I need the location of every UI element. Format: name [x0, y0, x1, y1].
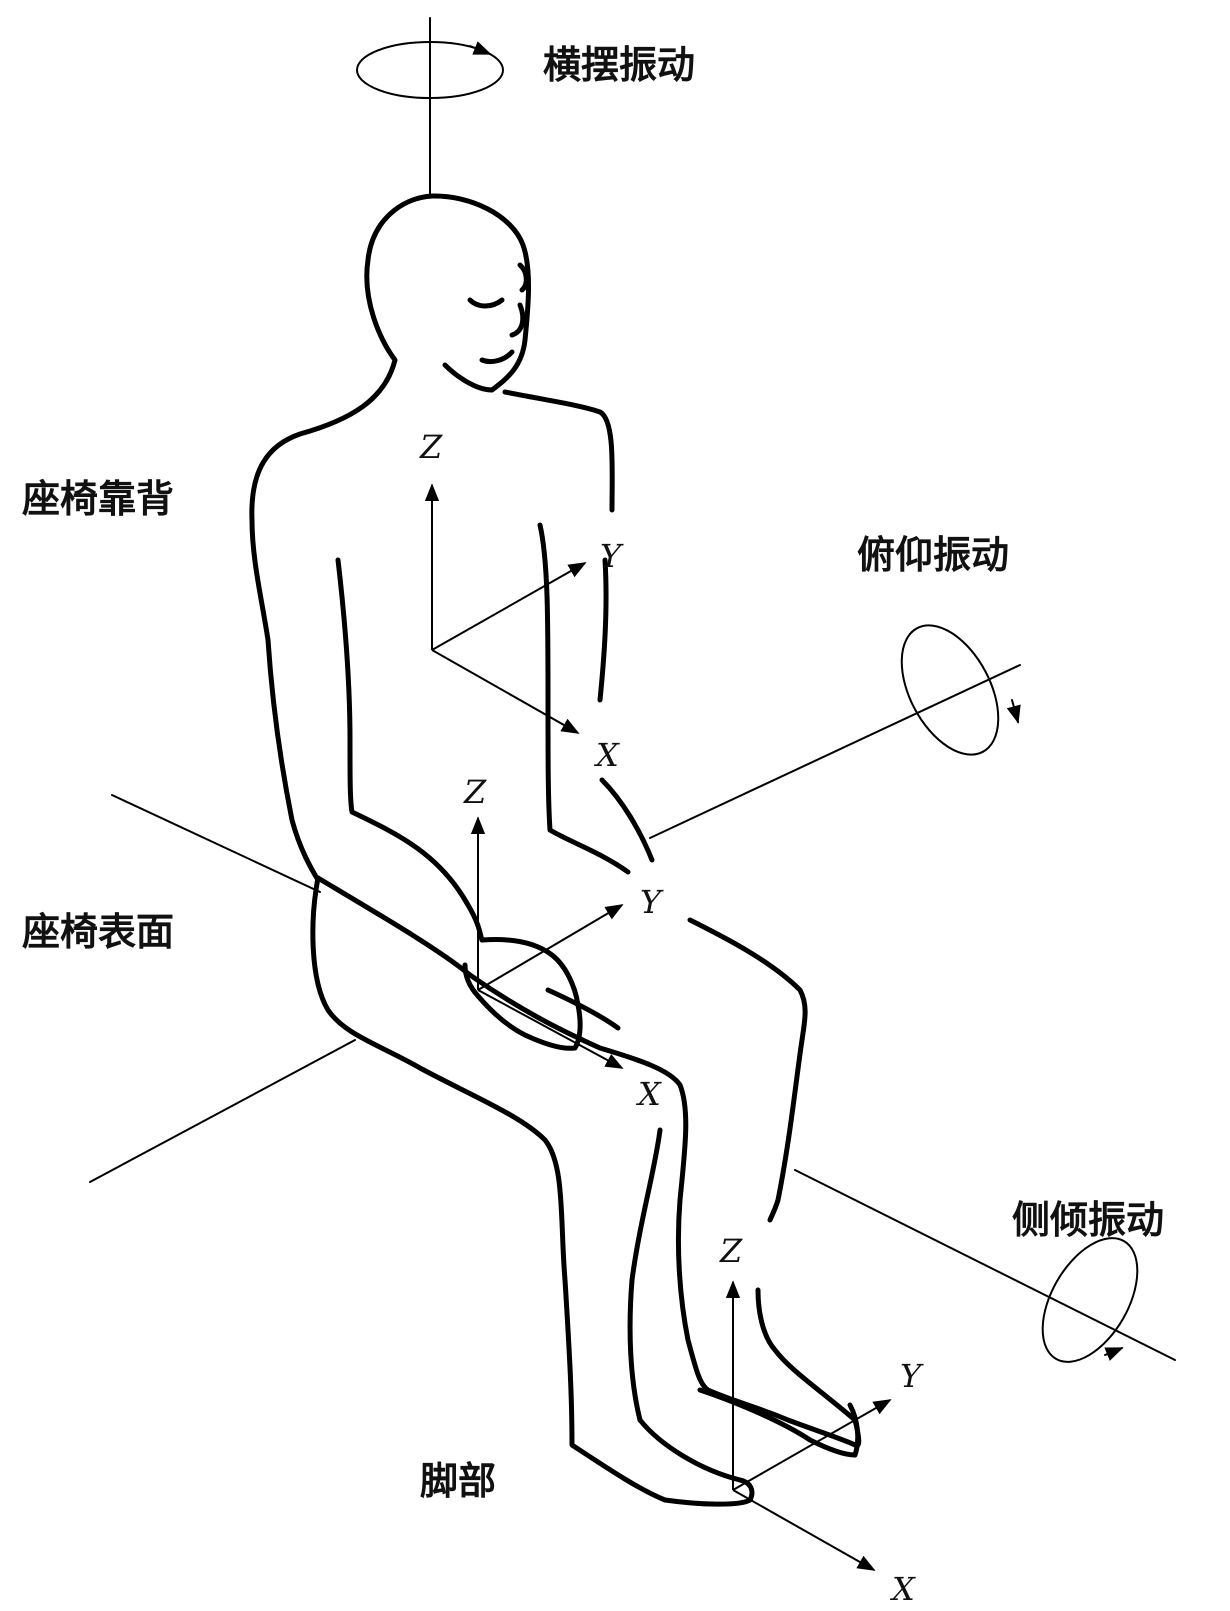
back-outline: [249, 517, 321, 883]
face-outline: [429, 193, 531, 393]
hand-outline: [462, 937, 583, 1051]
feet-y-label: Y: [900, 1357, 924, 1395]
head-outline: [249, 193, 435, 523]
yaw-vibration-label: 横摆振动: [543, 43, 695, 87]
feet-label: 脚部: [420, 1459, 496, 1503]
seat-surface-label: 座椅表面: [22, 910, 174, 954]
roll-rotation-axis: [89, 794, 1176, 1363]
seat-z-label: Z: [463, 773, 487, 811]
shoulder-outline: [502, 389, 615, 513]
seated-human-figure: [249, 193, 862, 1507]
seat-x-label: X: [635, 1075, 662, 1113]
pitch-vibration-label: 俯仰振动: [857, 533, 1009, 577]
feet-x-label: X: [889, 1570, 916, 1608]
roll-vibration-label: 侧倾振动: [1012, 1198, 1164, 1242]
hip-outline: [310, 875, 755, 1507]
back-x-label: X: [593, 736, 620, 774]
back-coordinate-axes: Z Y X: [419, 428, 624, 774]
arm-outline: [335, 557, 485, 943]
back-z-label: Z: [419, 428, 443, 466]
thigh-outline: [315, 875, 862, 1449]
feet-z-label: Z: [719, 1232, 743, 1270]
back-y-label: Y: [600, 537, 624, 575]
seat-coordinate-axes: Z Y X: [463, 773, 664, 1113]
feet-coordinate-axes: Z Y X: [719, 1232, 924, 1608]
yaw-rotation-axis: [356, 17, 504, 197]
seat-back-label: 座椅靠背: [22, 477, 174, 521]
seat-y-label: Y: [640, 883, 664, 921]
pitch-rotation-axis: [649, 624, 1021, 839]
foot-outline: [697, 1387, 861, 1458]
shin-outline: [687, 917, 808, 1223]
